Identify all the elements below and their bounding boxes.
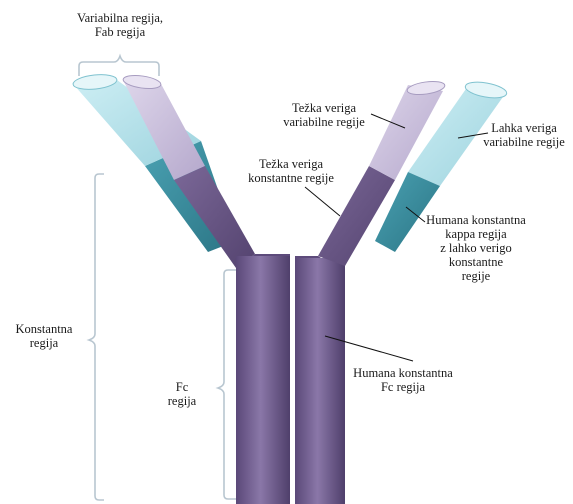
label-heavy-constant: Težka veriga konstantne regije (236, 157, 346, 185)
label-constant-line1: Konstantna (4, 322, 84, 336)
label-light-variable: Lahka veriga variabilne regije (474, 121, 573, 149)
label-variable-region: Variabilna regija, Fab regija (62, 11, 178, 39)
label-human-fc-line2: Fc regija (341, 380, 465, 394)
right-fc-stem (295, 256, 345, 504)
left-fc-body (236, 256, 290, 504)
label-heavy-constant-line1: Težka veriga (236, 157, 346, 171)
left-fc-stem (236, 254, 290, 504)
label-human-fc-line1: Humana konstantna (341, 366, 465, 380)
label-kappa-line3: z lahko verigo (421, 241, 531, 255)
label-variable-region-line1: Variabilna regija, (62, 11, 178, 25)
label-heavy-constant-line2: konstantne regije (236, 171, 346, 185)
label-kappa-line1: Humana konstantna (421, 213, 531, 227)
label-constant-line2: regija (4, 336, 84, 350)
label-kappa-line5: regije (421, 269, 531, 283)
fc-region-bracket (218, 270, 236, 499)
label-fc-region: Fc regija (154, 380, 210, 408)
label-kappa-line2: kappa regija (421, 227, 531, 241)
label-heavy-variable: Težka veriga variabilne regije (272, 101, 376, 129)
label-heavy-variable-line2: variabilne regije (272, 115, 376, 129)
right-fc-body (295, 258, 345, 504)
label-fc-line2: regija (154, 394, 210, 408)
leader-heavy-constant (305, 187, 340, 216)
fab-bracket (79, 56, 159, 76)
label-light-variable-line2: variabilne regije (474, 135, 573, 149)
label-light-variable-line1: Lahka veriga (474, 121, 573, 135)
label-variable-region-line2: Fab regija (62, 25, 178, 39)
constant-region-bracket (89, 174, 104, 500)
label-fc-line1: Fc (154, 380, 210, 394)
label-heavy-variable-line1: Težka veriga (272, 101, 376, 115)
label-human-fc: Humana konstantna Fc regija (341, 366, 465, 394)
label-kappa-constant: Humana konstantna kappa regija z lahko v… (421, 213, 531, 283)
label-kappa-line4: konstantne (421, 255, 531, 269)
label-constant-region: Konstantna regija (4, 322, 84, 350)
